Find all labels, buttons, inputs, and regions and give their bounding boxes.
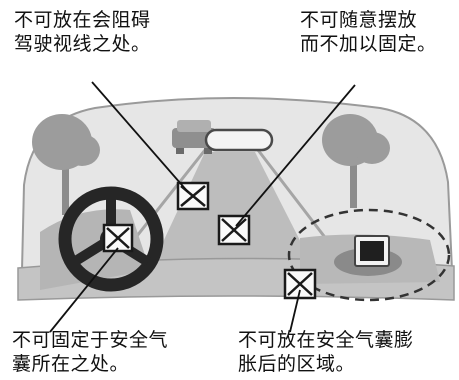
note-bottom-left: 不可固定于安全气 囊所在之处。 xyxy=(12,328,168,376)
prohibited-device-icon xyxy=(102,223,134,253)
note-top-right: 不可随意摆放 而不加以固定。 xyxy=(300,8,437,56)
note-top-right-line1: 不可随意摆放 xyxy=(300,9,418,31)
leader-line-bottom-right xyxy=(289,289,301,333)
note-bottom-right: 不可放在安全气囊膨 胀后的区域。 xyxy=(238,328,414,376)
road xyxy=(150,152,315,270)
note-top-left: 不可放在会阻碍 驾驶视线之处。 xyxy=(14,8,151,56)
leader-line-top-left xyxy=(91,81,189,193)
note-bottom-left-line2: 囊所在之处。 xyxy=(12,353,130,375)
leader-line-bottom-left xyxy=(49,247,119,333)
gps-device-icon xyxy=(354,235,390,267)
tree-icon xyxy=(322,114,390,208)
note-top-left-line2: 驾驶视线之处。 xyxy=(14,33,151,55)
leader-line-top-right xyxy=(235,84,356,227)
airbag-zone xyxy=(287,208,451,302)
note-bottom-right-line1: 不可放在安全气囊膨 xyxy=(238,329,414,351)
note-top-right-line2: 而不加以固定。 xyxy=(300,33,437,55)
note-bottom-right-line2: 胀后的区域。 xyxy=(238,353,356,375)
car-icon xyxy=(172,120,216,154)
rearview-mirror-icon xyxy=(204,128,274,152)
note-top-left-line1: 不可放在会阻碍 xyxy=(14,9,151,31)
note-bottom-left-line1: 不可固定于安全气 xyxy=(12,329,169,351)
tree-icon xyxy=(32,114,100,215)
prohibited-device-icon xyxy=(217,214,251,246)
